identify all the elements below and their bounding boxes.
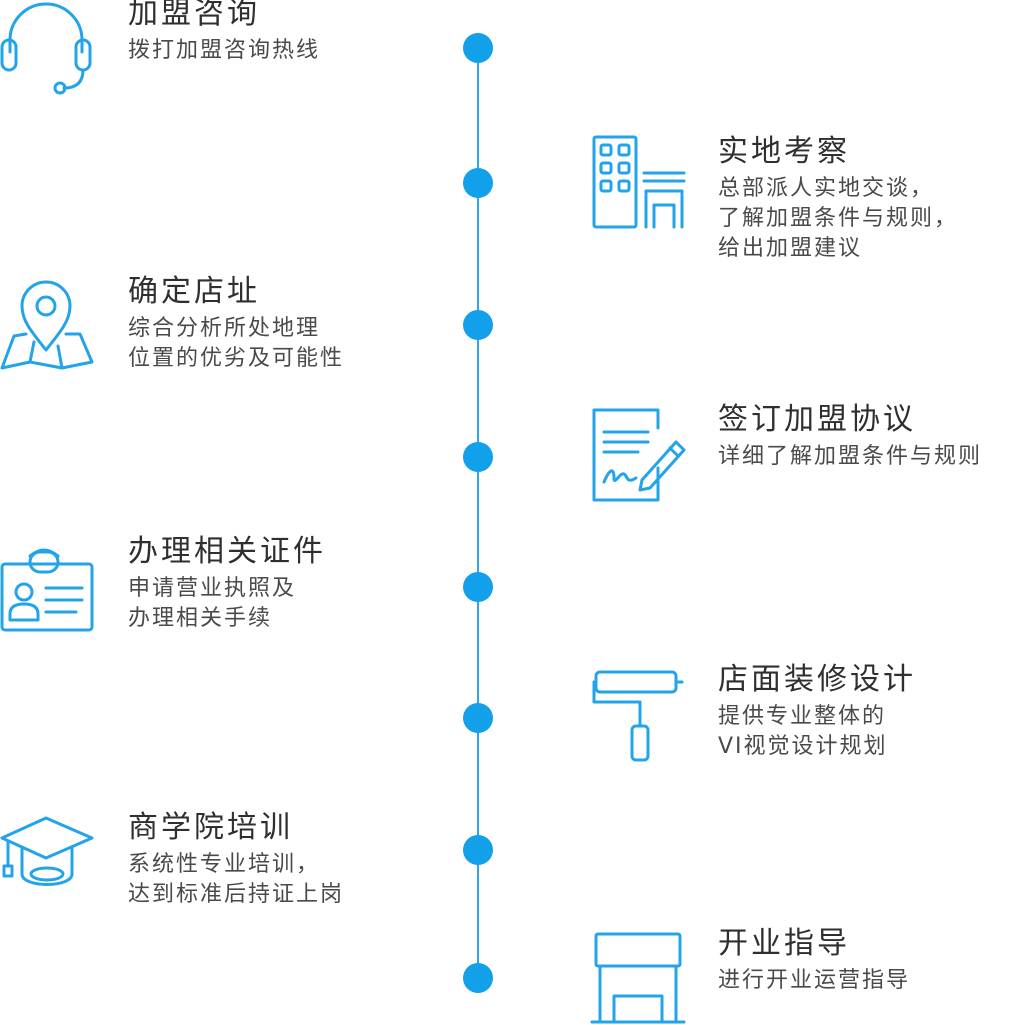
step-desc-line: 综合分析所处地理 bbox=[128, 316, 321, 341]
timeline-dot-2 bbox=[463, 168, 493, 198]
step-desc-line: 进行开业运营指导 bbox=[718, 968, 911, 993]
step-desc-line: 拨打加盟咨询热线 bbox=[128, 38, 321, 63]
step-desc-line: 给出加盟建议 bbox=[718, 236, 863, 261]
paint-roller-icon bbox=[590, 668, 690, 768]
step-title: 商学院培训 bbox=[128, 810, 293, 845]
timeline-dot-7 bbox=[463, 835, 493, 865]
step-desc-line: 总部派人实地交谈， bbox=[718, 176, 935, 201]
step-desc-line: 申请营业执照及 bbox=[128, 576, 297, 601]
id-card-icon bbox=[0, 538, 95, 633]
timeline-dot-4 bbox=[463, 442, 493, 472]
timeline-dot-3 bbox=[463, 310, 493, 340]
step-desc-line: 达到标准后持证上岗 bbox=[128, 882, 345, 907]
storefront-icon bbox=[590, 930, 690, 1025]
buildings-icon bbox=[590, 135, 690, 230]
graduation-cap-icon bbox=[0, 808, 95, 893]
step-title: 办理相关证件 bbox=[128, 534, 326, 569]
timeline-dot-1 bbox=[463, 33, 493, 63]
contract-icon bbox=[590, 408, 690, 503]
step-title: 签订加盟协议 bbox=[718, 402, 916, 437]
step-desc-line: 了解加盟条件与规则， bbox=[718, 206, 959, 231]
timeline-dot-8 bbox=[463, 963, 493, 993]
step-desc-line: 位置的优劣及可能性 bbox=[128, 346, 345, 371]
step-title: 店面装修设计 bbox=[718, 662, 916, 697]
step-desc-line: VI视觉设计规划 bbox=[718, 734, 888, 759]
step-desc-line: 提供专业整体的 bbox=[718, 704, 887, 729]
step-desc-line: 系统性专业培训， bbox=[128, 852, 321, 877]
headset-icon bbox=[0, 2, 95, 97]
step-title: 确定店址 bbox=[128, 274, 260, 309]
step-desc-line: 详细了解加盟条件与规则 bbox=[718, 444, 983, 469]
step-title: 开业指导 bbox=[718, 926, 850, 961]
step-title: 实地考察 bbox=[718, 134, 850, 169]
timeline-dot-5 bbox=[463, 572, 493, 602]
timeline-line bbox=[477, 47, 479, 977]
step-title: 加盟咨询 bbox=[128, 0, 260, 31]
step-desc-line: 办理相关手续 bbox=[128, 606, 273, 631]
map-pin-icon bbox=[0, 278, 95, 373]
timeline-dot-6 bbox=[463, 703, 493, 733]
